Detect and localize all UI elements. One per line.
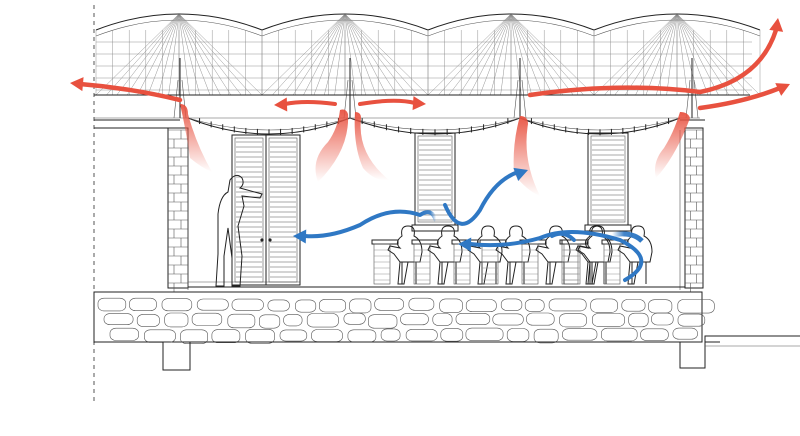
stone-foundation [93, 291, 800, 371]
left-louvered-door-leaf-2 [265, 134, 301, 286]
warm-air-exhaust-right-low [697, 83, 790, 111]
warm-plume-far-right [655, 112, 690, 178]
right-stone-pier [684, 127, 704, 289]
ceiling-vaults [187, 117, 681, 136]
cool-air-rising [443, 167, 528, 226]
warm-plume-mid-right [354, 112, 389, 181]
warm-plume-right [513, 116, 540, 196]
warm-plume-mid-left [315, 109, 349, 182]
roof-wave-chord [95, 13, 761, 31]
desk-group-1-2 [411, 225, 463, 285]
middle-louvered-window [414, 132, 456, 226]
desk-group-1-3 [451, 225, 503, 285]
standing-teacher-figure [215, 174, 263, 287]
roof-truss-structure [95, 13, 761, 119]
warm-air-exhaust-center-left [274, 97, 337, 112]
cool-air-inlet-window [611, 231, 644, 243]
desk-group-1-1 [371, 225, 423, 285]
warm-air-exhaust-right-high [527, 18, 784, 98]
cool-air-across-desks [458, 230, 644, 282]
warm-plume-left [180, 104, 212, 172]
warm-air-exhaust-left [70, 77, 183, 103]
right-louvered-window [587, 132, 629, 226]
building-envelope [94, 94, 750, 292]
cool-air-to-door [293, 209, 422, 244]
airflow-arrows [70, 18, 790, 282]
left-louvered-door-leaf-1 [231, 134, 267, 286]
warm-air-exhaust-center-right [358, 96, 426, 111]
desk-group-3-1 [561, 225, 613, 285]
left-stone-pier [167, 127, 189, 289]
desk-group-2-1 [479, 225, 531, 285]
